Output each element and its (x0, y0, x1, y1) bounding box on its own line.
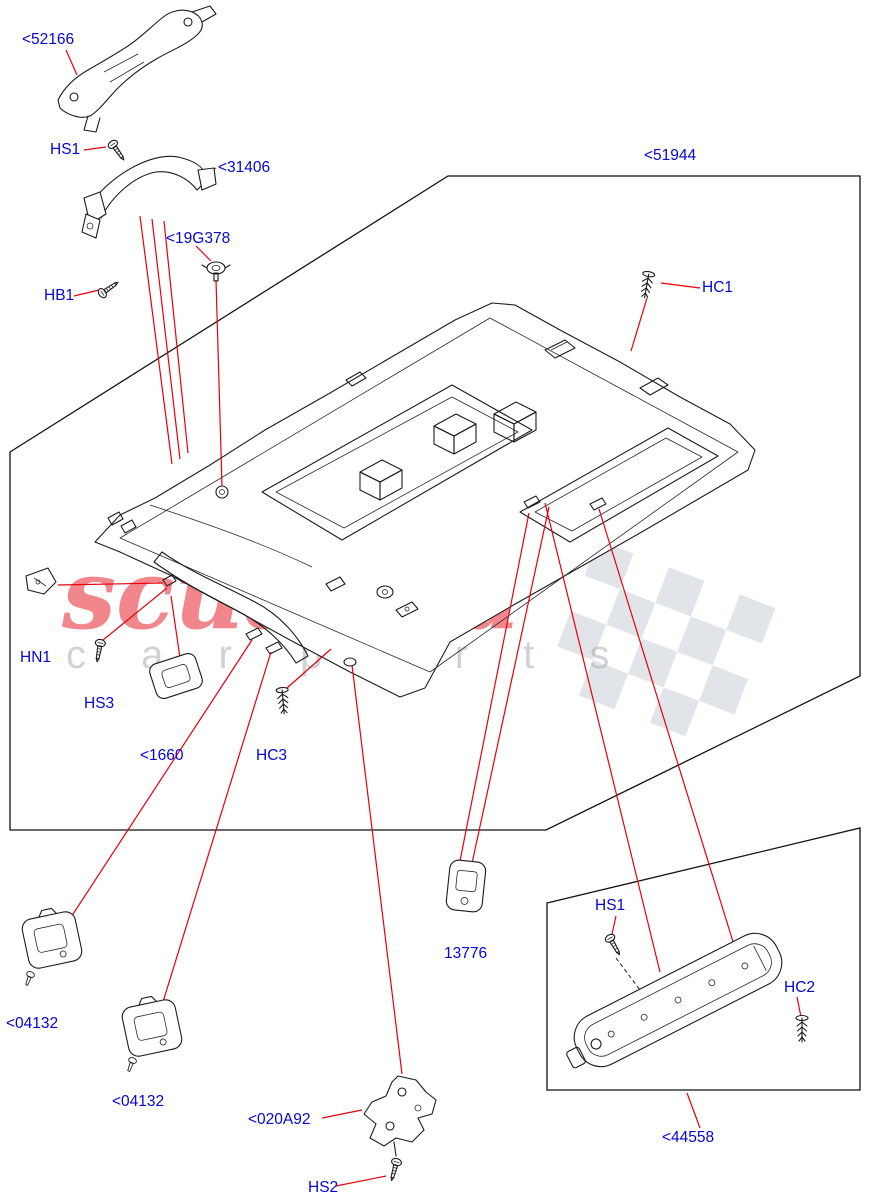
part-label-hc2[interactable]: HC2 (784, 979, 815, 996)
part-label-1660[interactable]: <1660 (140, 747, 184, 764)
headlining-panel (94, 302, 756, 698)
part-label-hb1[interactable]: HB1 (44, 287, 74, 304)
part-label-44558[interactable]: <44558 (662, 1129, 714, 1146)
part-label-04132-a[interactable]: <04132 (6, 1015, 58, 1032)
part-bracket-020a92 (363, 1075, 437, 1157)
part-clip-hn1 (25, 567, 57, 595)
part-label-hc3[interactable]: HC3 (256, 747, 287, 764)
part-bracket-52166 (57, 5, 217, 133)
part-label-hs1-b[interactable]: HS1 (595, 897, 625, 914)
part-label-51944[interactable]: <51944 (644, 147, 697, 164)
part-label-hc1[interactable]: HC1 (702, 279, 733, 296)
part-bezel-1660 (149, 652, 203, 700)
part-label-31406[interactable]: <31406 (218, 159, 270, 176)
part-labels: <52166 HS1 <31406 <19G378 HB1 <51944 HC1… (6, 31, 815, 1196)
leader-lines (57, 49, 802, 1187)
part-clip-hc1 (641, 270, 656, 299)
part-screw-hs1-b (604, 933, 621, 956)
part-grab-handle-31406 (81, 155, 217, 239)
part-screw-hs2 (390, 1157, 402, 1181)
part-lamp-04132-b (121, 995, 183, 1072)
part-label-13776[interactable]: 13776 (444, 945, 487, 962)
part-lamp-assembly-44558 (566, 932, 783, 1069)
cube-detail-1 (359, 459, 403, 501)
cube-detail-2 (433, 413, 477, 455)
part-lamp-04132-a (21, 907, 83, 986)
part-label-04132-b[interactable]: <04132 (112, 1093, 164, 1110)
cube-detail-3 (493, 401, 537, 443)
part-label-52166[interactable]: <52166 (22, 31, 74, 48)
main-frame (9, 175, 861, 831)
watermark-sub-left: c a r (66, 633, 254, 677)
part-clip-hc3 (275, 686, 289, 715)
part-screw-hs1 (107, 139, 125, 161)
part-label-020a92[interactable]: <020A92 (248, 1111, 311, 1128)
part-label-hn1[interactable]: HN1 (20, 649, 51, 666)
assembly-dash-line (615, 957, 647, 999)
lamp-frame (546, 827, 861, 1091)
part-label-19g378[interactable]: <19G378 (166, 230, 230, 247)
part-grommet-19g378 (201, 261, 231, 282)
part-label-hs1[interactable]: HS1 (50, 141, 80, 158)
part-clip-hc2 (795, 1014, 809, 1043)
part-label-hs2[interactable]: HS2 (308, 1179, 338, 1196)
part-module-13776 (445, 859, 487, 913)
part-label-hs3[interactable]: HS3 (84, 695, 114, 712)
part-screw-hs3 (94, 638, 106, 663)
part-screw-hb1 (97, 281, 119, 299)
